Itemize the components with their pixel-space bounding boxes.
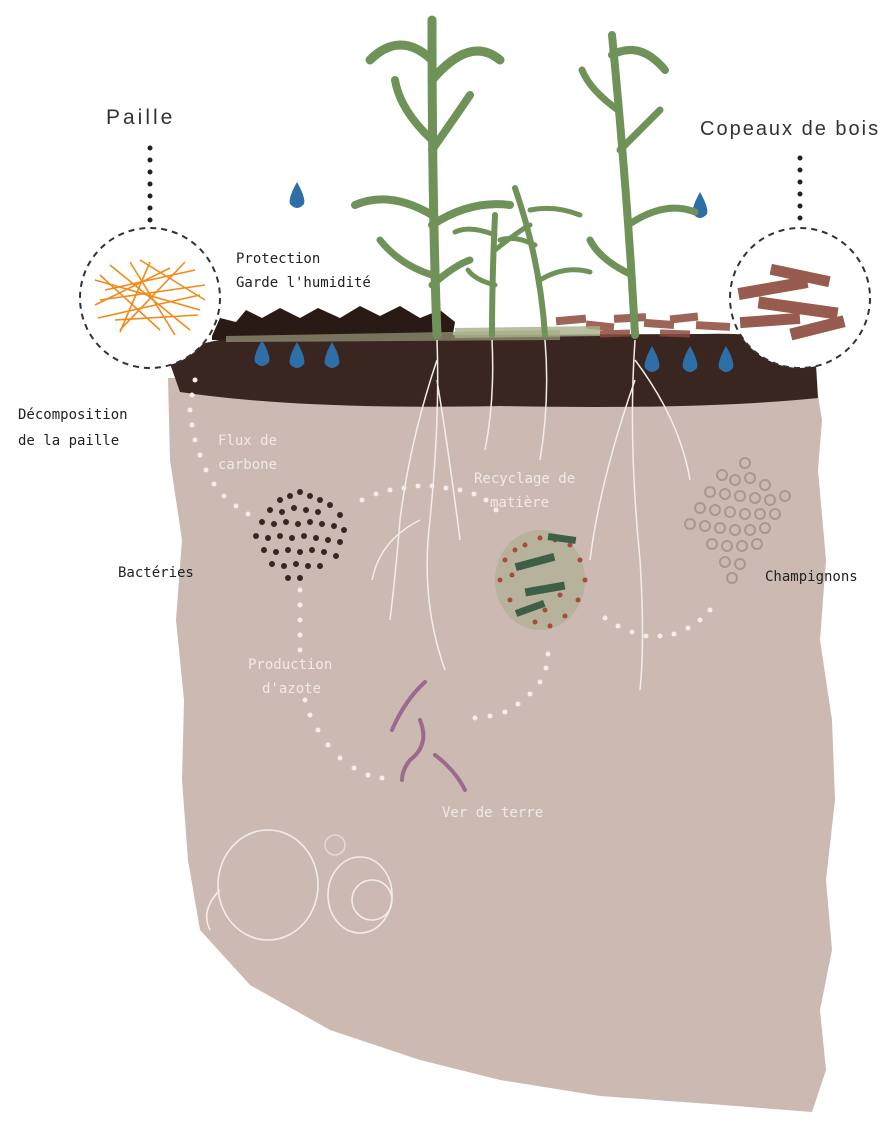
wood-chip-magnifier [730, 228, 870, 368]
label-recyclage-line2: matière [490, 492, 549, 514]
label-flux-carbone-line2: carbone [218, 454, 277, 476]
label-bacteries: Bactéries [118, 562, 194, 584]
label-decomposition-line2: de la paille [18, 430, 119, 452]
label-production-azote-line2: d'azote [262, 678, 321, 700]
grass-strip [455, 326, 600, 338]
label-ver-de-terre: Ver de terre [442, 802, 543, 824]
label-production-azote-line1: Production [248, 654, 332, 676]
label-decomposition-line1: Décomposition [18, 404, 128, 426]
plants [355, 20, 695, 335]
label-protection: Protection [236, 248, 320, 270]
label-recyclage-line1: Recyclage de [474, 468, 575, 490]
label-flux-carbone-line1: Flux de [218, 430, 277, 452]
straw-magnifier [80, 228, 220, 368]
label-garde-humidite: Garde l'humidité [236, 272, 371, 294]
label-paille: Paille [106, 106, 175, 130]
label-copeaux-de-bois: Copeaux de bois [700, 118, 880, 141]
label-champignons: Champignons [765, 566, 858, 588]
